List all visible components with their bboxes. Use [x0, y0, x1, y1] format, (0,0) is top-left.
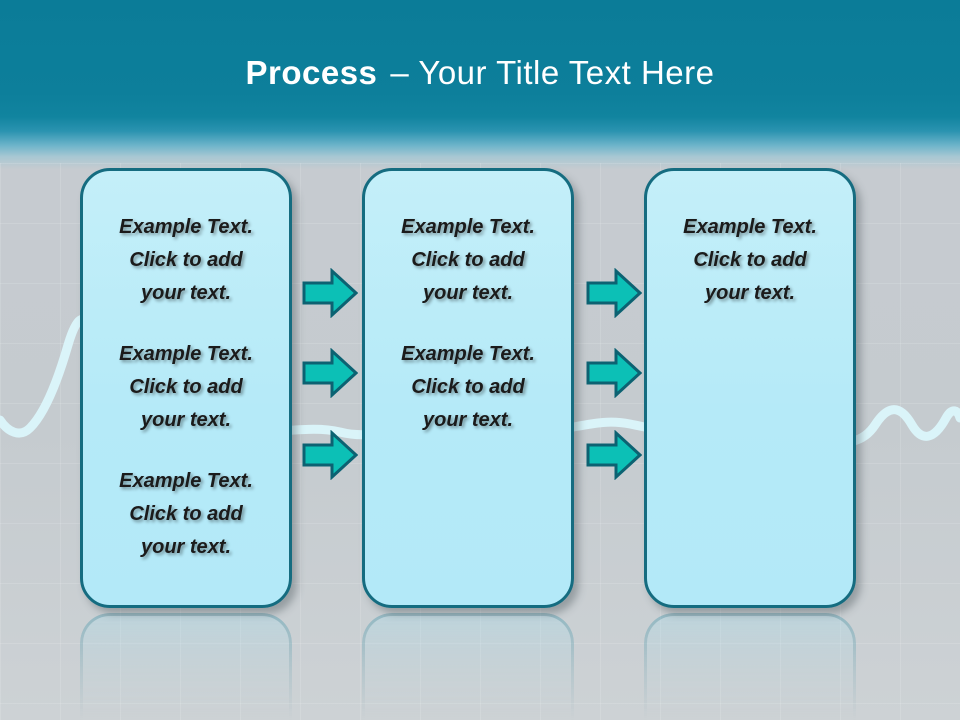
- arrow-right-icon: [586, 429, 643, 481]
- arrow-right-icon: [302, 429, 359, 481]
- placeholder-text[interactable]: Example Text. Click to add your text.: [119, 343, 253, 431]
- process-box-1[interactable]: Example Text. Click to add your text. Ex…: [80, 168, 292, 608]
- process-box-3[interactable]: Example Text. Click to add your text.: [644, 168, 856, 608]
- box-reflection: [80, 613, 292, 720]
- arrow-right-icon: [586, 267, 643, 319]
- placeholder-text[interactable]: Example Text. Click to add your text.: [401, 216, 535, 304]
- arrow-right-icon: [586, 347, 643, 399]
- box-reflection: [644, 613, 856, 720]
- title-keyword: Process: [245, 54, 378, 91]
- arrow-right-icon: [302, 267, 359, 319]
- placeholder-text[interactable]: Example Text. Click to add your text.: [683, 216, 817, 304]
- process-box-2[interactable]: Example Text. Click to add your text. Ex…: [362, 168, 574, 608]
- slide-title: Process – Your Title Text Here: [0, 50, 960, 96]
- box-reflection: [362, 613, 574, 720]
- placeholder-text[interactable]: Example Text. Click to add your text.: [401, 343, 535, 431]
- arrow-right-icon: [302, 347, 359, 399]
- placeholder-text[interactable]: Example Text. Click to add your text.: [119, 216, 253, 304]
- title-subtitle: – Your Title Text Here: [390, 54, 715, 91]
- placeholder-text[interactable]: Example Text. Click to add your text.: [119, 470, 253, 558]
